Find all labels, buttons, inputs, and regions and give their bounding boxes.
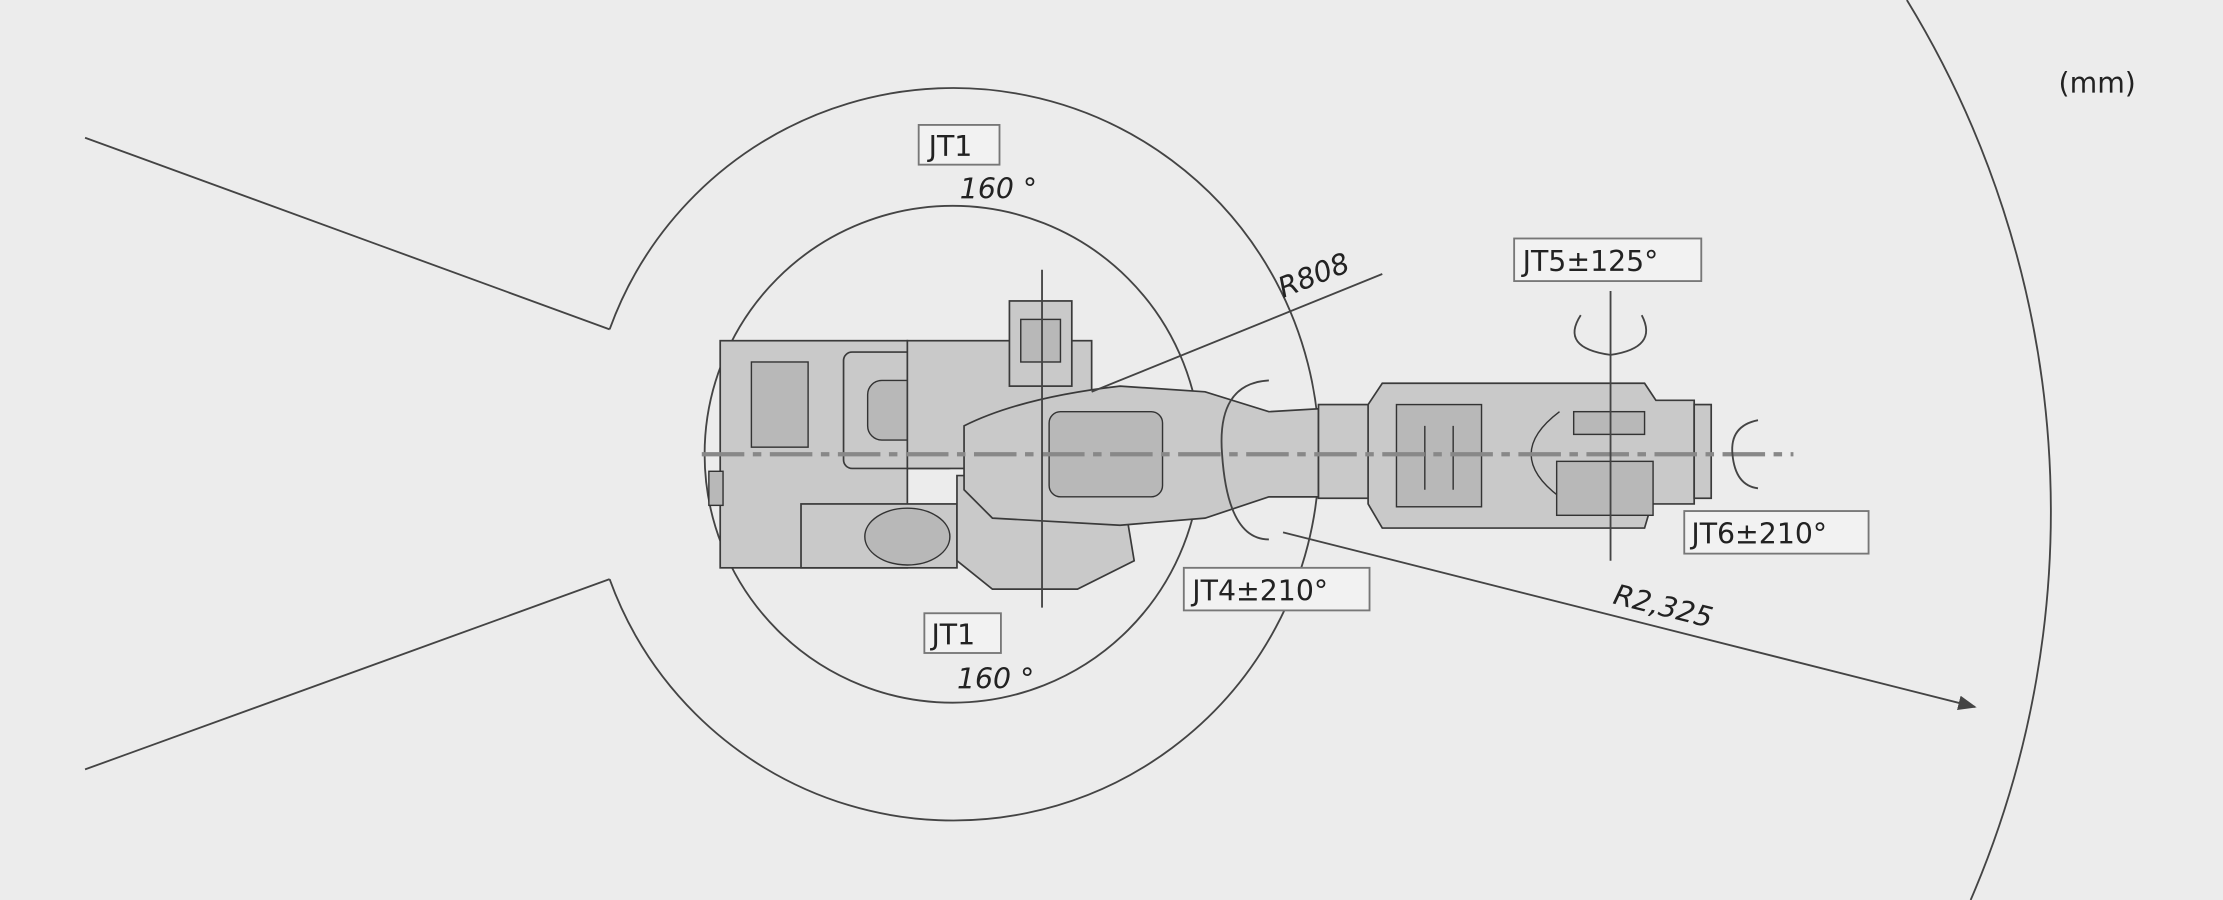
jt1-limit-line-top [84,136,610,331]
jt1-limit-line-bottom [84,578,610,771]
r808-line [1091,273,1383,393]
jt1-bottom-label-box [923,612,1002,654]
unit-label: (mm) [2059,66,2136,99]
r2325-label: R2,325 [1610,578,1716,634]
jt1-bottom-angle: 160 ° [957,662,1034,695]
outer-reach-arc [1906,0,2052,900]
jt6-label-box [1683,510,1870,555]
jt5-label: JT5±125° [1521,245,1659,278]
jt4-label: JT4±210° [1190,574,1328,607]
jt4-label-box [1182,566,1371,612]
jt1-bottom-label: JT1 [929,618,975,651]
jt4-rotation-arrow-icon [1220,379,1269,541]
r2325-line [1282,531,1977,711]
jt6-rotation-arrow-icon [1731,419,1759,490]
jt5-rotation-arrow-icon [1573,314,1647,356]
r808-label: R808 [1273,246,1354,304]
robot-top-view [708,300,1713,590]
jt1-top-label-box [917,123,1001,166]
jt6-label: JT6±210° [1689,518,1827,551]
jt5-label-box [1513,237,1703,282]
jt1-top-label: JT1 [927,130,973,163]
jt1-top-angle: 160 ° [960,173,1037,206]
